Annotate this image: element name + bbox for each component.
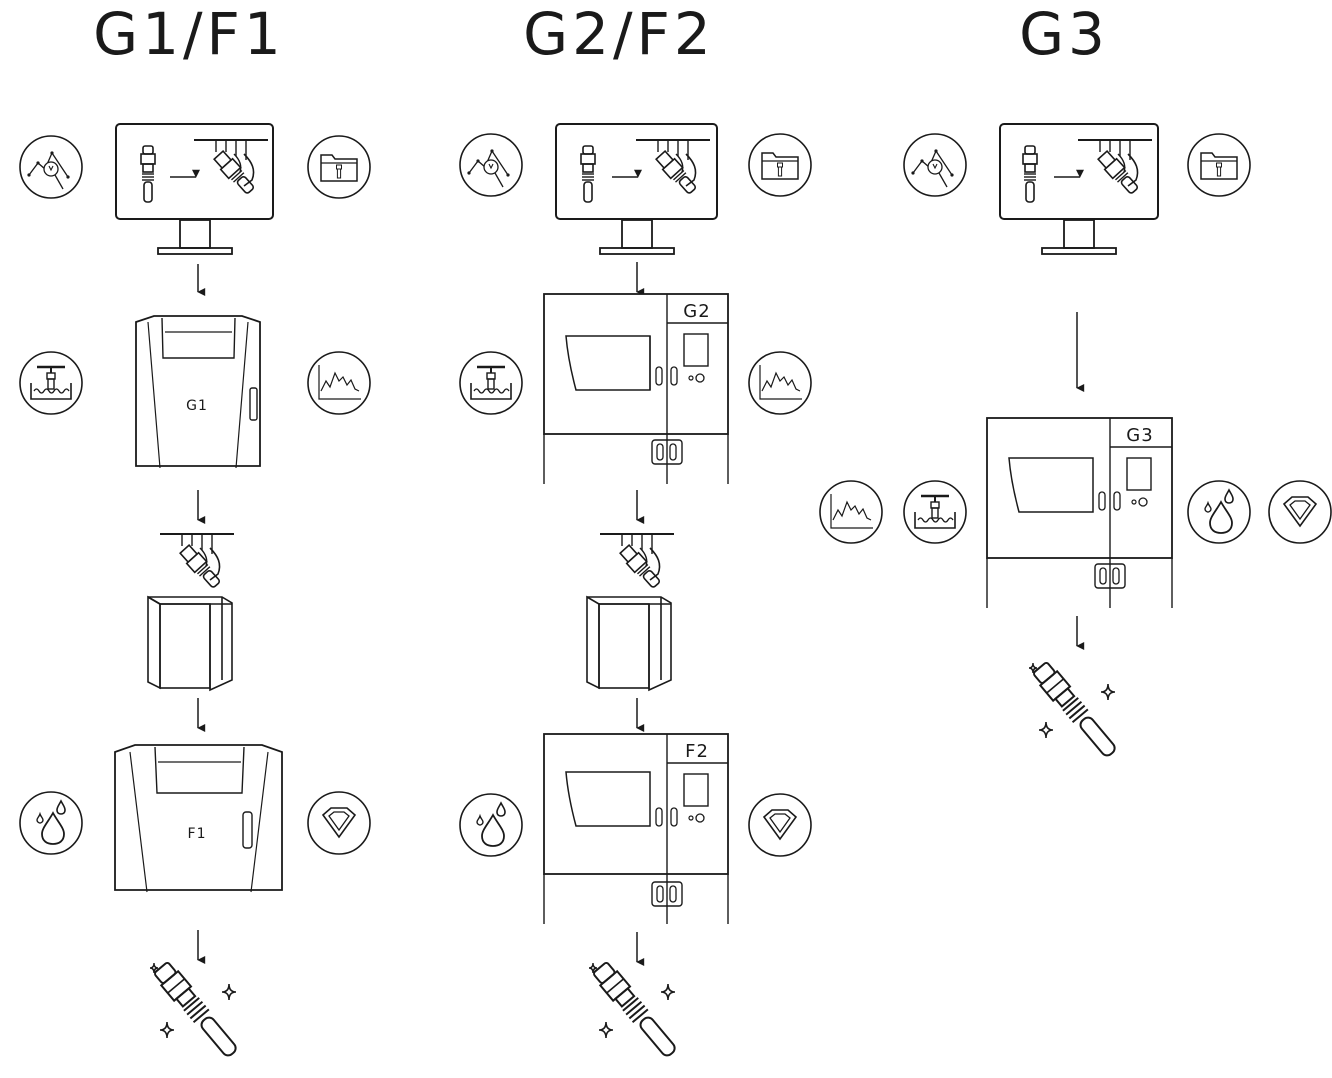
rinse-tank-icon: [147, 595, 233, 692]
file-folder-icon: [307, 135, 371, 199]
sparkling-part-icon: [149, 959, 243, 1062]
column-title-g2f2: G2/F2: [523, 0, 715, 68]
cabinet-label: G3: [1126, 425, 1153, 446]
design-monitor: [999, 123, 1159, 255]
rinse-tank-icon: [586, 595, 672, 692]
design-network-icon: [19, 135, 83, 199]
sparkling-part-icon: [588, 959, 682, 1062]
printer-label: G1: [186, 398, 208, 414]
signal-chart-icon: [748, 351, 812, 415]
water-drops-icon: [459, 793, 523, 857]
file-folder-icon: [748, 133, 812, 197]
finisher-f1: F1: [114, 744, 283, 893]
print-bath-icon: [458, 350, 524, 416]
column-g3: G3: [819, 123, 1332, 762]
signal-chart-icon: [307, 351, 371, 415]
file-folder-icon: [1187, 133, 1251, 197]
print-bath-icon: [902, 479, 968, 545]
build-platform-icon: [599, 533, 675, 592]
diamond-gem-icon: [1268, 480, 1332, 544]
design-network-icon: [903, 133, 967, 197]
sparkling-part-icon: [1028, 659, 1122, 762]
column-g2f2: G2 F2: [458, 123, 812, 1062]
water-drops-icon: [19, 791, 83, 855]
cabinet-g2: G2: [543, 293, 729, 484]
column-title-g1f1: G1/F1: [93, 0, 285, 68]
column-title-g3: G3: [1019, 0, 1109, 68]
build-platform-icon: [159, 533, 235, 592]
design-network-icon: [459, 133, 523, 197]
design-monitor: [115, 123, 274, 255]
diamond-gem-icon: [748, 793, 812, 857]
cabinet-label: F2: [685, 741, 709, 762]
column-g1f1: G1 F1: [18, 123, 371, 1062]
signal-chart-icon: [819, 480, 883, 544]
design-monitor: [555, 123, 718, 255]
diamond-gem-icon: [307, 791, 371, 855]
cabinet-g3: G3: [986, 417, 1173, 608]
cabinet-label: G2: [683, 301, 710, 322]
print-bath-icon: [18, 350, 84, 416]
cabinet-f2: F2: [543, 733, 729, 924]
printer-g1: G1: [135, 315, 261, 469]
finisher-label: F1: [188, 826, 207, 842]
water-drops-icon: [1187, 480, 1251, 544]
